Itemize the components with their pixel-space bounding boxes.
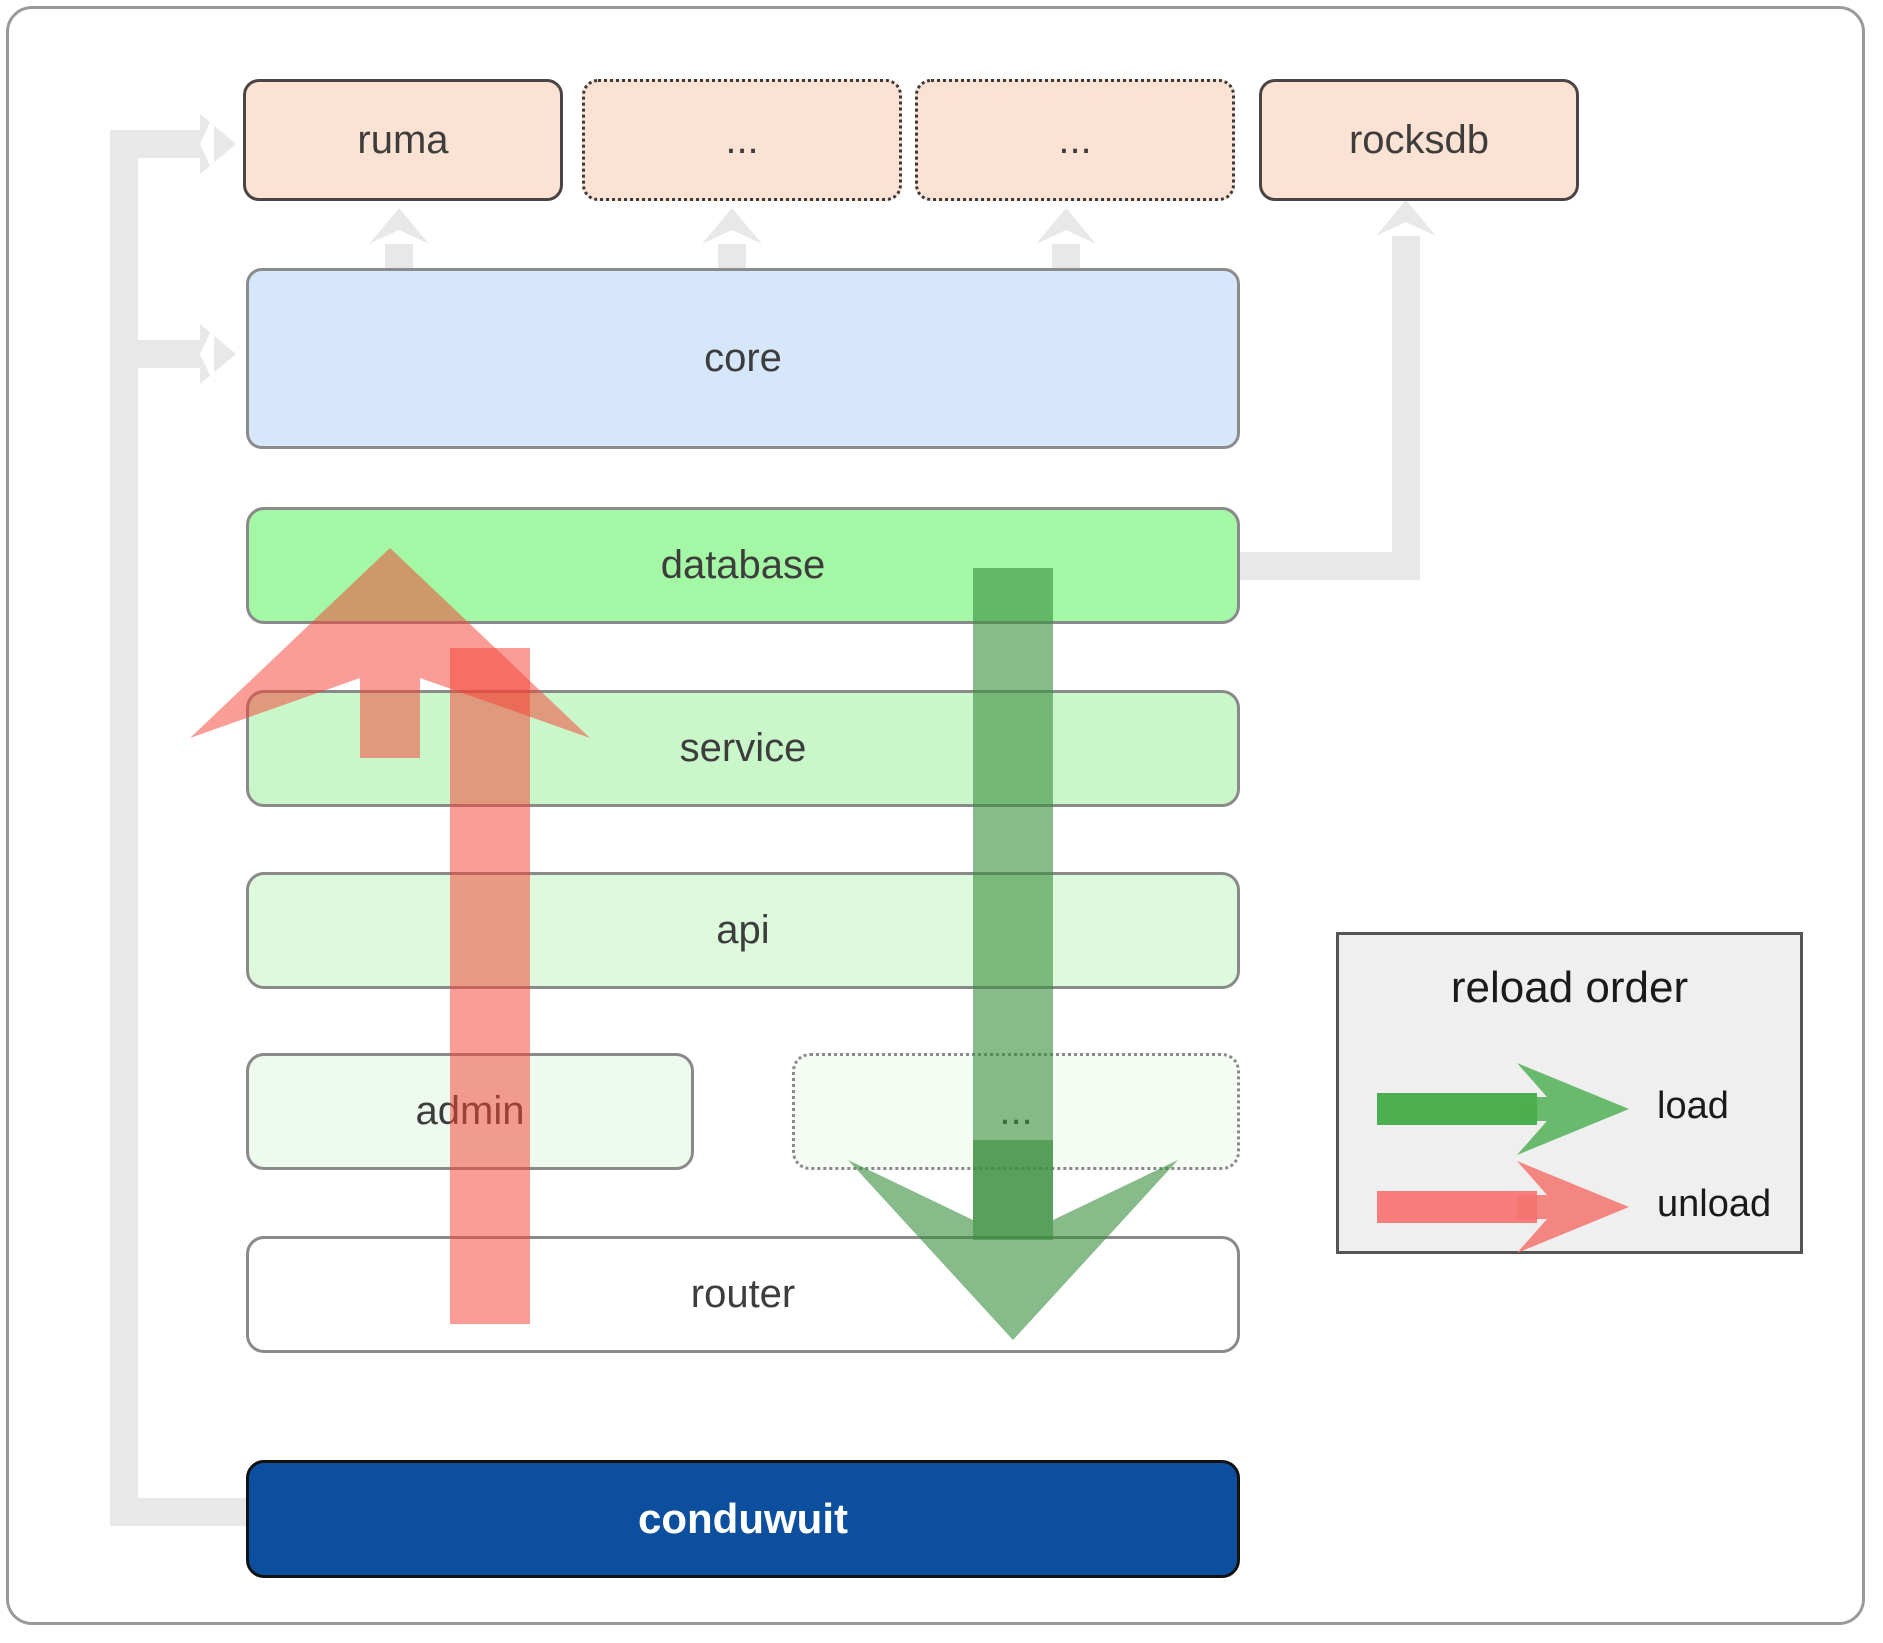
node-rocksdb[interactable]: rocksdb: [1259, 79, 1579, 201]
node-ruma[interactable]: ruma: [243, 79, 563, 201]
node-conduwuit-label: conduwuit: [638, 1495, 848, 1542]
node-dependency-ellipsis-1-label: ...: [725, 117, 759, 162]
node-rocksdb-label: rocksdb: [1348, 117, 1490, 162]
unload-arrow-shaft: [450, 648, 530, 1324]
legend-panel: reload order load unload: [1336, 932, 1803, 1254]
connector-core-to-dep3-notch: [1036, 230, 1096, 244]
connector-to-ruma-horizontal: [110, 130, 210, 158]
node-core[interactable]: core: [246, 268, 1240, 449]
node-database-label: database: [660, 543, 826, 587]
connector-bus-bottom: [110, 1498, 250, 1526]
node-core-label: core: [704, 336, 782, 380]
load-arrow-shaft: [973, 568, 1053, 1240]
legend-load-arrow-icon: [1377, 1063, 1629, 1155]
node-dependency-ellipsis-2-label: ...: [1058, 117, 1092, 162]
legend-row-load: load: [1339, 1063, 1800, 1155]
node-router-label: router: [690, 1272, 796, 1316]
node-conduwuit[interactable]: conduwuit: [246, 1460, 1240, 1578]
legend-unload-arrow-icon: [1377, 1161, 1629, 1253]
diagram-frame: [6, 6, 1865, 1625]
node-api-label: api: [716, 908, 770, 952]
node-service-label: service: [679, 726, 807, 770]
connector-to-core-horizontal: [110, 340, 210, 368]
unload-arrow-head-svg: [190, 548, 590, 758]
connector-to-core-notch: [200, 324, 214, 384]
load-arrow-head-svg: [848, 1140, 1178, 1340]
node-api[interactable]: api: [246, 872, 1240, 989]
connector-database-to-rocksdb-horizontal: [1230, 552, 1420, 580]
node-dependency-ellipsis-1[interactable]: ...: [582, 79, 902, 201]
connector-core-to-ruma-notch: [369, 230, 429, 244]
connector-database-to-rocksdb-vertical: [1392, 230, 1420, 580]
connector-rocksdb-notch: [1376, 222, 1436, 236]
legend-load-label: load: [1657, 1085, 1729, 1127]
node-dependency-ellipsis-2[interactable]: ...: [915, 79, 1235, 201]
legend-title: reload order: [1450, 963, 1689, 1012]
legend-unload-label: unload: [1657, 1183, 1772, 1225]
node-ruma-label: ruma: [357, 117, 449, 162]
connector-to-ruma-notch: [200, 114, 214, 174]
legend-row-unload: unload: [1339, 1161, 1800, 1253]
connector-core-to-dep2-notch: [702, 230, 762, 244]
